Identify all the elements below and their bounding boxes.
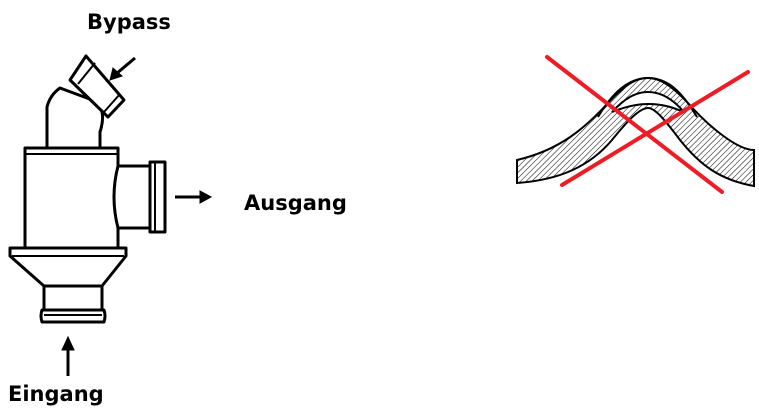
bypass-flange [68,54,126,119]
cross-out-mark [545,55,750,194]
eingang-arrow [61,335,75,376]
cross-line-2 [560,70,750,187]
cross-line-1 [545,55,724,194]
inlet-tube [42,284,104,312]
outlet-flange [148,160,167,234]
eingang-label: Eingang [8,382,104,406]
hose-illustration [516,76,755,188]
main-body [23,146,120,250]
outlet-tube [112,164,152,230]
inlet-taper [8,246,128,288]
hose-outer-line [597,76,698,118]
ausgang-label: Ausgang [244,191,347,215]
bypass-label: Bypass [87,10,171,34]
hose-wall [516,76,755,188]
ausgang-arrow [175,190,213,204]
valve-body [8,54,167,324]
bypass-arrow [109,56,136,81]
